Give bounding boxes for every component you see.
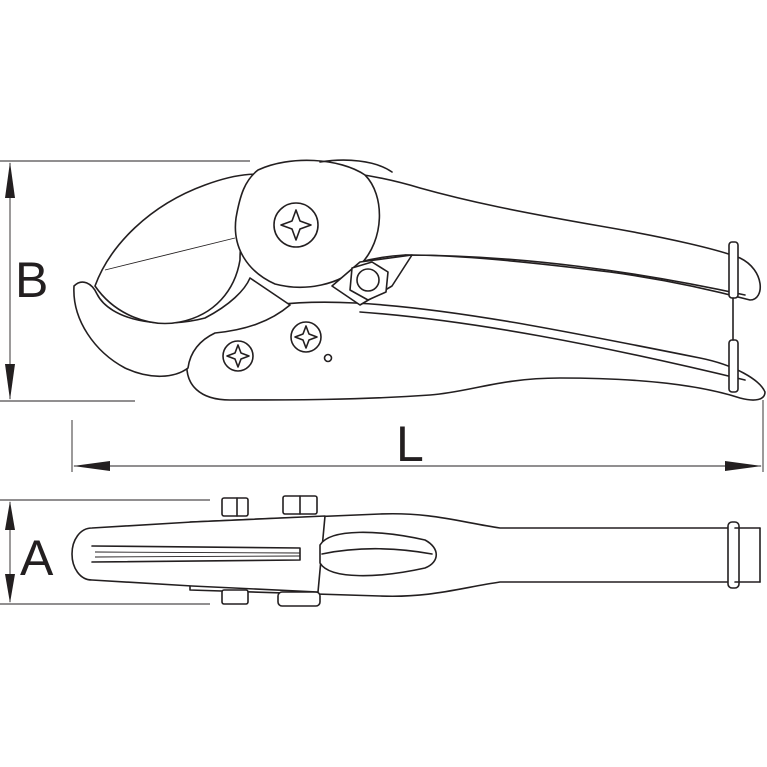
lower-handle-end-ring bbox=[728, 339, 739, 393]
screw-icon bbox=[290, 321, 322, 353]
top-view bbox=[0, 495, 761, 607]
screw-icon bbox=[222, 340, 254, 372]
dimension-b-label: B bbox=[15, 252, 48, 308]
dimension-l bbox=[71, 400, 764, 472]
rivet-icon bbox=[323, 353, 333, 363]
dimension-a bbox=[0, 499, 210, 605]
upper-handle-rib bbox=[404, 254, 746, 296]
dimension-b bbox=[0, 160, 250, 402]
top-jaw-head bbox=[71, 515, 326, 593]
top-handle-end-ring bbox=[727, 521, 740, 589]
lower-handle-rib bbox=[359, 311, 746, 381]
top-blade-lens bbox=[319, 531, 438, 577]
anvil-jaw bbox=[73, 277, 291, 378]
lower-handle bbox=[186, 301, 766, 401]
hinge-block-bottom bbox=[221, 589, 321, 607]
pivot-screw-icon bbox=[273, 202, 319, 248]
blade-edge-line bbox=[104, 237, 236, 271]
top-jaw-slot bbox=[91, 545, 301, 563]
ratchet-nut-icon bbox=[349, 261, 389, 301]
dimension-a-label: A bbox=[20, 530, 54, 586]
hinge-block-top bbox=[221, 495, 318, 517]
pivot-cap bbox=[319, 159, 393, 173]
dimension-l-label: L bbox=[396, 416, 424, 472]
upper-handle-end-ring bbox=[728, 241, 739, 299]
side-view: B bbox=[0, 159, 766, 402]
